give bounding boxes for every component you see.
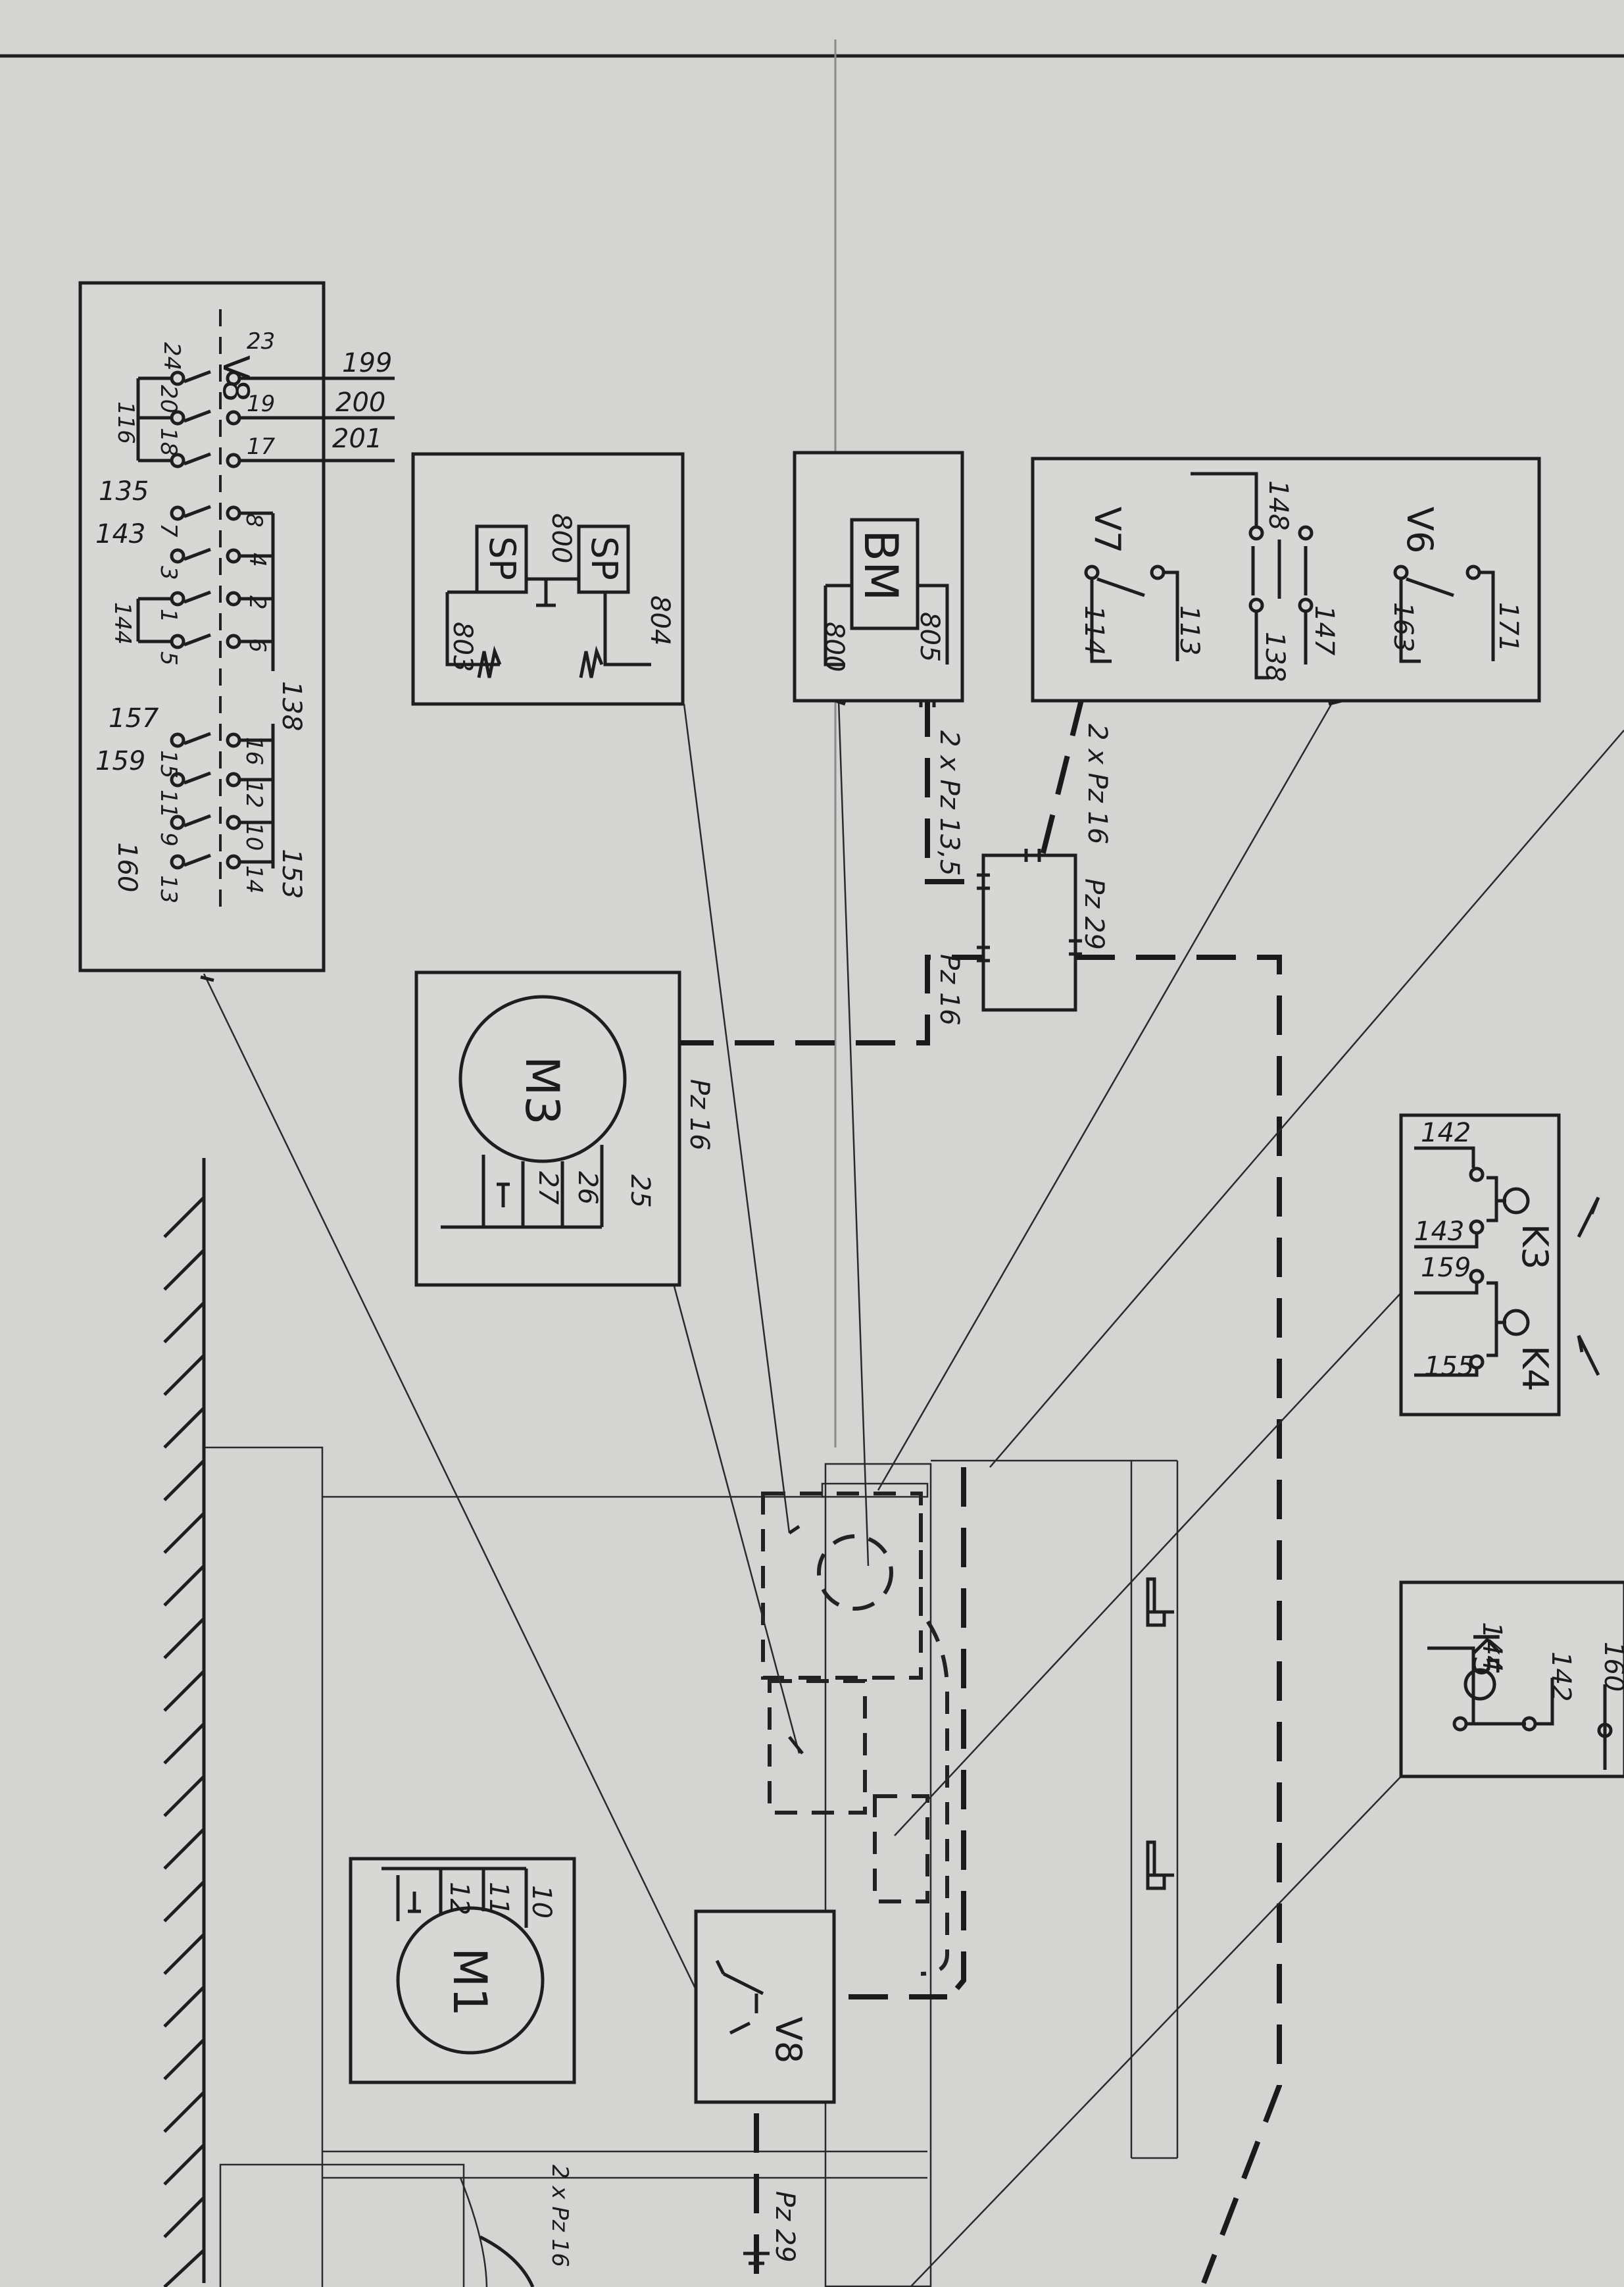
terminal-label: 10 (241, 822, 267, 851)
terminal-label: 144 (1477, 1622, 1507, 1672)
machine-outline (163, 1158, 1179, 2287)
cable-label: Pz 29 (770, 2191, 800, 2263)
v7-label: V7 (1087, 507, 1128, 553)
bm-label: BM (854, 530, 908, 601)
k3-label: K3 (1514, 1224, 1556, 1270)
leader-ticks (200, 699, 1342, 2044)
cable-label: 2 x Pz 16 (547, 2165, 573, 2267)
terminal-label: 199 (342, 348, 392, 378)
m1-label: M1 (443, 1948, 497, 2017)
cable-label: 2 x Pz 16 (1082, 724, 1112, 844)
terminal-label: 15 (155, 750, 182, 778)
v8-limit-label: V8 (768, 2017, 809, 2063)
k-direction-arrows (1577, 1196, 1600, 1376)
v8-switch-panel: V8 24 23 199 20 19 200 18 17 201 116 135… (78, 281, 395, 972)
terminal-label: 160 (112, 842, 142, 892)
terminal-label: 20 (155, 385, 182, 413)
terminal-label: 11 (155, 790, 182, 818)
terminal-label: 2 (244, 595, 270, 610)
terminal-label: 800 (819, 622, 849, 672)
terminal-label: 138 (276, 681, 307, 731)
v7-v6-switch-panel: V7 V6 114 113 148 147 138 163 171 (1031, 457, 1541, 703)
sp-coil-label-2: SP (583, 536, 625, 580)
v6-label: V6 (1399, 507, 1440, 553)
leader-lines (203, 697, 1624, 2287)
k5-switch-panel: K5 144 142 160 (1399, 1580, 1624, 1778)
terminal-label: 160 (1598, 1642, 1624, 1692)
terminal-label: 147 (1309, 605, 1339, 656)
terminal-label: 800 (546, 513, 576, 563)
terminal-label: 200 (335, 388, 385, 418)
terminal-label: 19 (247, 391, 275, 417)
terminal-label: 8 (241, 513, 267, 528)
terminal-label: 12 (444, 1882, 474, 1915)
m3-label: M3 (515, 1056, 569, 1125)
terminal-label: 153 (276, 849, 307, 899)
ground-icon (743, 2251, 770, 2265)
cable-label: 2 x Pz 13,5 (934, 730, 964, 876)
terminal-label: 3 (155, 566, 182, 580)
terminal-label: 157 (109, 703, 159, 734)
terminal-label: 11 (483, 1882, 514, 1915)
terminal-label: 24 (159, 342, 185, 370)
terminal-label: 1 (155, 609, 182, 623)
terminal-label: 155 (1424, 1351, 1474, 1382)
bm-brake-panel: BM 800 805 (793, 451, 964, 703)
terminal-label: 803 (447, 622, 478, 672)
terminal-label: 4 (244, 553, 270, 567)
terminal-label: 13 (155, 875, 182, 903)
terminal-label: 5 (155, 651, 182, 666)
terminal-label: 143 (1414, 1217, 1464, 1247)
terminal-label: 138 (1260, 632, 1290, 682)
terminal-label: 114 (1079, 605, 1109, 655)
k5-label: K5 (1465, 1632, 1506, 1678)
m3-motor-panel: M3 25 26 27 (414, 970, 681, 1287)
k3-k4-switch-panel: K3 K4 142 143 159 155 (1399, 1113, 1561, 1417)
v8-limit-switch-box: V8 (694, 1909, 836, 2104)
k4-label: K4 (1514, 1345, 1556, 1392)
terminal-label: 148 (1263, 480, 1293, 530)
terminal-label: 9 (155, 832, 182, 847)
cable-label: Pz 16 (684, 1079, 714, 1151)
terminal-label: 16 (241, 737, 267, 765)
terminal-label: 18 (155, 428, 182, 456)
terminal-label: 171 (1493, 602, 1523, 652)
terminal-label: 27 (533, 1171, 563, 1205)
terminal-label: 14 (241, 865, 267, 893)
terminal-label: 804 (645, 595, 675, 645)
terminal-label: 7 (155, 523, 182, 538)
terminal-label: 159 (1421, 1253, 1471, 1283)
terminal-label: 142 (1421, 1118, 1471, 1148)
junction-box (981, 853, 1077, 1012)
terminal-label: 12 (241, 780, 267, 808)
sp-coil-panel: SP SP 800 804 803 (411, 452, 685, 706)
terminal-label: 10 (526, 1885, 556, 1919)
m1-motor-panel: M1 10 11 12 (349, 1857, 576, 2084)
terminal-label: 143 (95, 519, 145, 549)
terminal-label: 135 (99, 476, 149, 507)
terminal-label: 805 (914, 612, 945, 662)
terminal-label: 159 (95, 746, 145, 776)
terminal-label: 23 (247, 328, 275, 355)
cable-label: Pz 16 (934, 954, 964, 1026)
cable-label: Pz 29 (1079, 878, 1109, 950)
terminal-label: 17 (247, 434, 276, 460)
terminal-label: 144 (109, 602, 135, 645)
terminal-label: 163 (1388, 602, 1418, 652)
sp-coil-label-1: SP (481, 536, 523, 580)
terminal-label: 116 (112, 401, 139, 444)
terminal-label: 113 (1174, 605, 1204, 655)
terminal-label: 25 (625, 1174, 655, 1208)
terminal-label: 142 (1546, 1651, 1576, 1701)
terminal-label: 6 (244, 638, 270, 653)
terminal-label: 26 (572, 1171, 603, 1205)
terminal-label: 201 (332, 424, 382, 454)
v8-panel-title: V8 (215, 355, 257, 402)
